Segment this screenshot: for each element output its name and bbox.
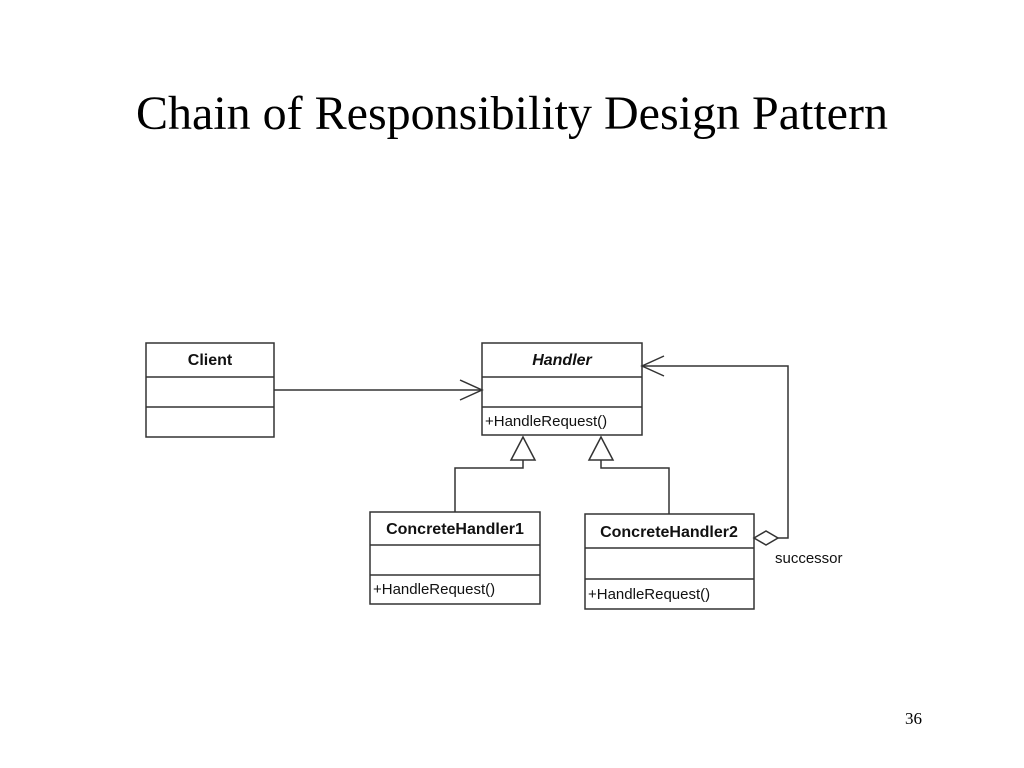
aggregation-successor: successor [640, 355, 843, 567]
class-handler-name: Handler [532, 352, 592, 369]
page-number: 36 [905, 709, 922, 728]
class-concrete-handler-1-name: ConcreteHandler1 [386, 521, 524, 538]
class-handler-operation: +HandleRequest() [485, 413, 607, 430]
class-client: Client [145, 342, 275, 438]
class-client-name: Client [188, 352, 233, 369]
open-arrowhead-icon [640, 355, 665, 377]
generalization-line [600, 460, 670, 514]
association-client-handler [274, 379, 484, 401]
aggregation-line [642, 365, 789, 539]
class-concrete-handler-2-name: ConcreteHandler2 [600, 524, 738, 541]
class-client-box [145, 342, 275, 438]
generalization-concrete-handler-1 [454, 435, 537, 512]
slide-title: Chain of Responsibility Design Pattern [136, 87, 888, 140]
successor-role-label: successor [775, 550, 843, 567]
generalization-line [454, 460, 524, 512]
class-concrete-handler-1-operation: +HandleRequest() [373, 581, 495, 598]
hollow-triangle-icon [587, 435, 615, 461]
class-concrete-handler-2: ConcreteHandler2 +HandleRequest() [584, 513, 755, 610]
class-concrete-handler-1-box [369, 511, 541, 605]
generalization-concrete-handler-2 [587, 435, 670, 514]
hollow-diamond-icon [752, 530, 780, 546]
class-handler-box [481, 342, 643, 436]
open-arrowhead-icon [459, 379, 484, 401]
hollow-triangle-icon [509, 435, 537, 461]
class-concrete-handler-2-operation: +HandleRequest() [588, 586, 710, 603]
class-handler: Handler +HandleRequest() [481, 342, 643, 436]
class-concrete-handler-1: ConcreteHandler1 +HandleRequest() [369, 511, 541, 605]
class-concrete-handler-2-box [584, 513, 755, 610]
